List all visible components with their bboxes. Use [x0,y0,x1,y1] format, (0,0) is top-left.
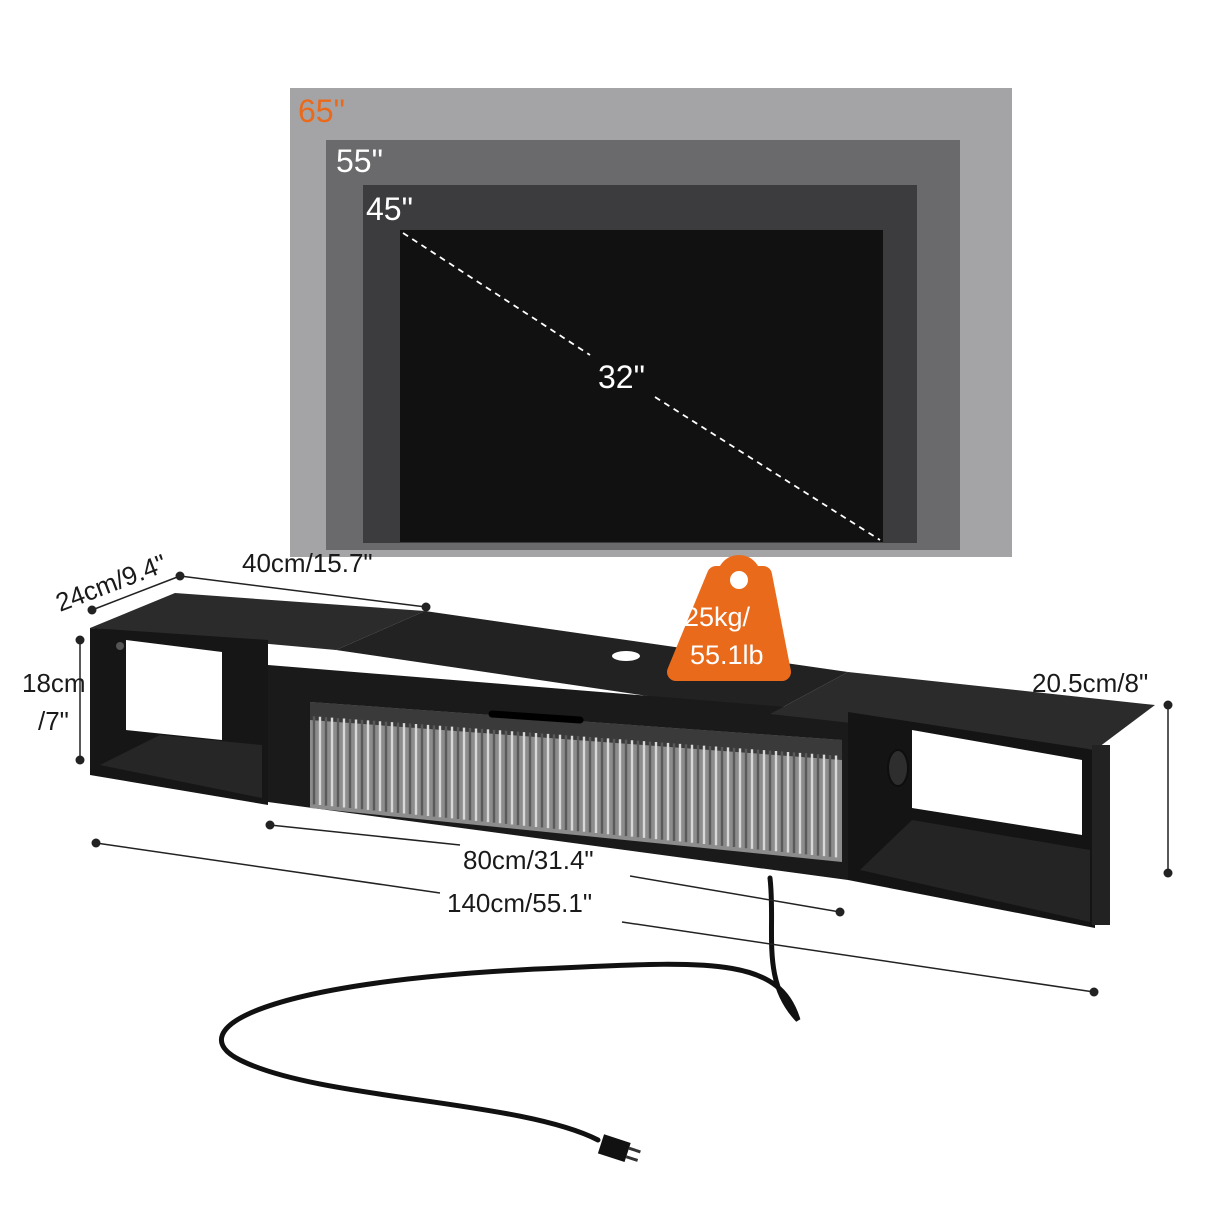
dimension-endpoint [91,838,101,848]
dimension-endpoint [421,602,431,612]
total-width-dimension-line [95,842,441,894]
weight-capacity-line2: 55.1lb [690,640,764,670]
drawer-handle [488,710,584,724]
depth-dimension-line [91,575,181,611]
shelf-width-label: 40cm/15.7" [242,548,373,578]
right-compartment-inner-shelf [860,820,1090,922]
speaker-icon [887,749,909,787]
tv-32-screen [400,230,883,542]
weight-capacity-line1: 25kg/ [684,602,751,632]
center-width-dimension-line [629,875,841,913]
tv-size-65-label: 65" [298,93,345,129]
dimension-endpoint [1089,987,1099,997]
dimension-endpoint [265,820,275,830]
side-height-label-line2: /7" [38,706,69,736]
center-top-board [336,611,848,714]
tv-diagonal-dashed-line [654,396,881,541]
right-top-board [770,672,1155,750]
tv-size-comparison: 65" 55" 45" 32" [290,88,1012,557]
tv-size-45-label: 45" [366,191,413,227]
dimension-annotations: 24cm/9.4" 40cm/15.7" 18cm /7" 20.5cm/8" … [22,548,1173,997]
dimension-endpoint [87,605,97,615]
dimension-endpoint [835,907,845,917]
left-compartment-inner-shelf [100,735,262,798]
center-width-dimension-line [269,824,461,846]
left-compartment-opening [126,640,222,740]
power-plug-icon [597,1134,641,1162]
side-height-label-line1: 18cm [22,668,86,698]
weight-capacity-tag: 25kg/ 55.1lb [667,555,791,681]
dimension-endpoint [1163,868,1173,878]
total-height-label: 20.5cm/8" [1032,668,1148,698]
tv-console [90,593,1155,1162]
dimension-endpoint [75,635,85,645]
cable-hole [612,651,640,661]
dimension-endpoint [75,755,85,765]
power-cable [219,875,801,1143]
fluted-glass-door-shade [310,702,842,760]
weight-tag-hole [730,571,748,589]
shelf-width-dimension-line [179,575,427,608]
tv-size-32-label: 32" [598,359,645,395]
right-compartment-opening [912,730,1082,835]
total-width-label: 140cm/55.1" [447,888,592,918]
center-width-label: 80cm/31.4" [463,845,594,875]
dimension-endpoint [1163,700,1173,710]
left-top-board [90,593,425,650]
left-screw-icon [116,642,124,650]
total-width-dimension-line [621,921,1095,993]
tv-diagonal-dashed-line [402,232,591,356]
fluted-glass-ribs [312,716,838,858]
right-side-panel [1092,745,1110,925]
tv-size-55-label: 55" [336,143,383,179]
